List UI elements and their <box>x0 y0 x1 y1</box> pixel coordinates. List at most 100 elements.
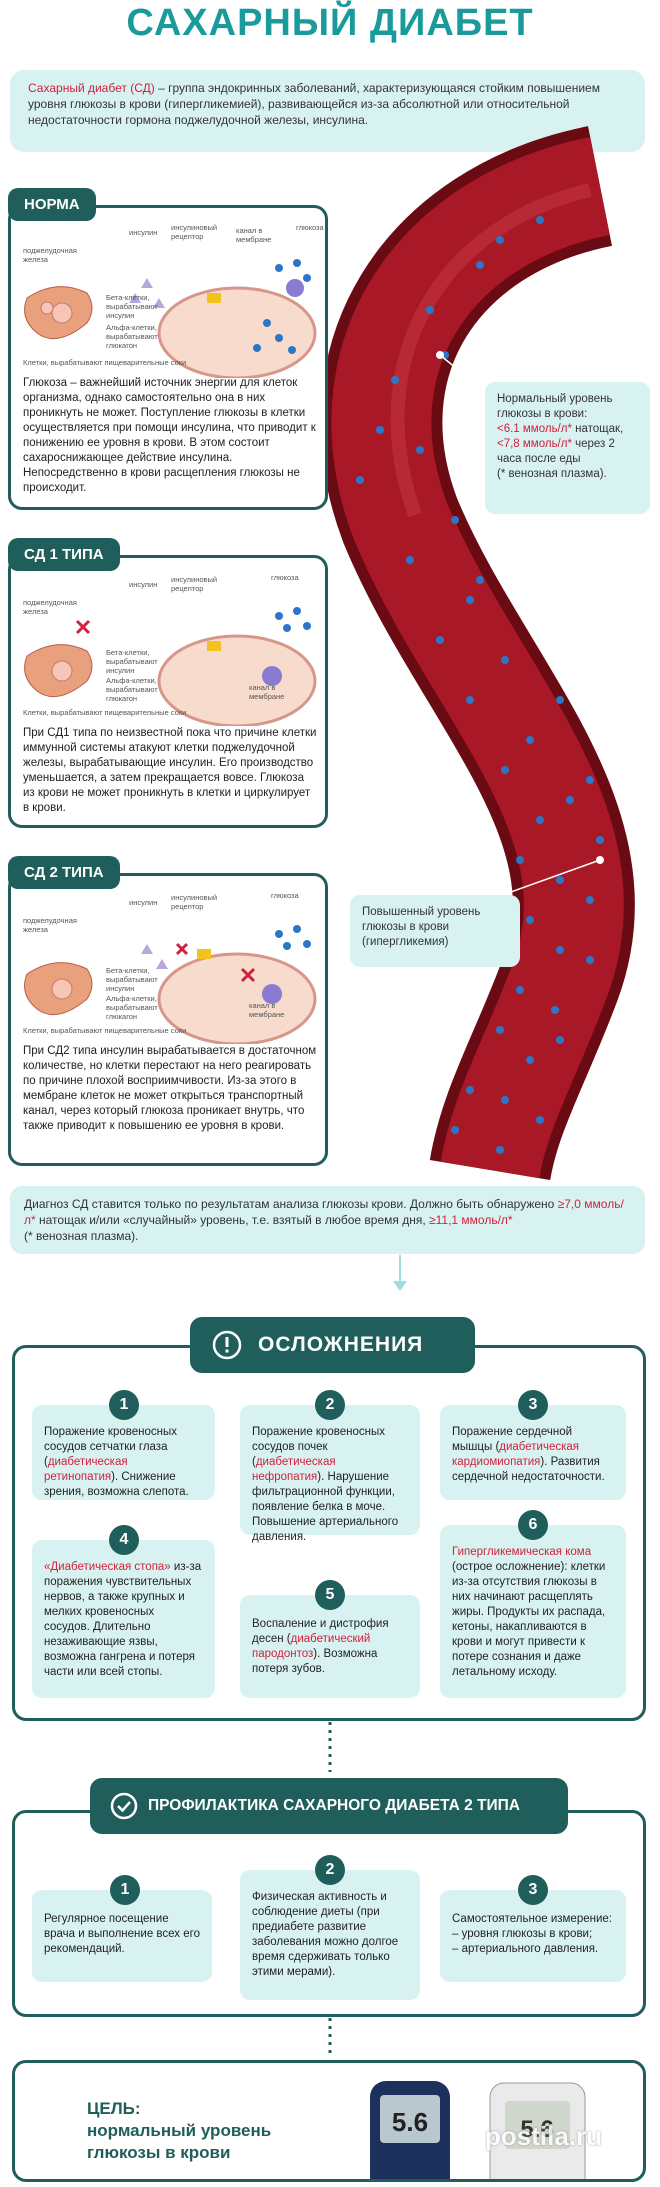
goal-section: ЦЕЛЬ: нормальный уровень глюкозы в крови… <box>12 2060 646 2182</box>
complication-item-5: Воспаление и дистрофия десен (диабетичес… <box>240 1595 420 1698</box>
sd1-beta-label: Бета-клетки, вырабатывают инсулин <box>106 648 158 675</box>
normal-level-note: Нормальный уровень глюкозы в крови: <6.1… <box>485 382 650 514</box>
sd2-alpha-label: Альфа-клетки, вырабатывают глюкагон <box>106 994 158 1021</box>
complication-number-6: 6 <box>518 1510 548 1540</box>
normal-level-after-meal: <7,8 ммоль/л* <box>497 438 572 450</box>
high-level-note: Повышенный уровень глюкозы в крови (гипе… <box>350 895 520 967</box>
sd2-pancreas-label: поджелудочная железа <box>23 916 77 934</box>
diagnosis-random-value: ≥11,1 ммоль/л* <box>429 1213 513 1227</box>
prevention-item-2: Физическая активность и соблюдение диеты… <box>240 1870 420 2000</box>
complication-item-2: Поражение кровеносных сосудов почек (диа… <box>240 1405 420 1543</box>
prevention-number-1: 1 <box>110 1875 140 1905</box>
sd1-insulin-label: инсулин <box>129 580 158 589</box>
norma-alpha-label: Альфа-клетки, вырабатывают глюкагон <box>106 323 158 350</box>
meter-2-reading: 5.6 <box>520 2116 553 2143</box>
complication-item-6: Гипергликемическая кома (острое осложнен… <box>440 1525 626 1698</box>
norma-tag: НОРМА <box>8 188 96 221</box>
sd1-glucose-label: глюкоза <box>271 573 299 582</box>
intro-text: – группа эндокринных заболеваний, характ… <box>28 81 600 127</box>
sd2-illustration <box>24 925 317 1044</box>
norma-illustration <box>24 259 317 378</box>
sd2-channel-label: канал в мембране <box>249 1001 285 1019</box>
goal-line-2: глюкозы в крови <box>87 2143 231 2162</box>
complications-header: ОСЛОЖНЕНИЯ <box>190 1317 475 1373</box>
diagnosis-text-1: Диагноз СД ставится только по результата… <box>24 1197 558 1211</box>
goal-label: ЦЕЛЬ: <box>87 2099 141 2118</box>
sd2-glucose-label: глюкоза <box>271 891 299 900</box>
norma-channel-label: канал в мембране <box>236 226 272 244</box>
complication-5-text-b: ). Возможна потеря зубов. <box>252 1648 378 1675</box>
sd2-beta-label: Бета-клетки, вырабатывают инсулин <box>106 966 158 993</box>
prevention-title: ПРОФИЛАКТИКА САХАРНОГО ДИАБЕТА 2 ТИПА <box>148 1797 520 1814</box>
norma-card: НОРМА поджелудочная железа инсулин инсул… <box>8 188 328 510</box>
sd2-receptor-label: инсулиновый рецептор <box>171 893 218 911</box>
norma-beta-label: Бета-клетки, вырабатывают инсулин <box>106 293 158 320</box>
sd1-illustration <box>24 607 317 726</box>
complication-item-4: «Диабетическая стопа» из-за поражения чу… <box>32 1540 215 1698</box>
complication-3-text-b: ). Развития сердечной недостаточности. <box>452 1456 605 1483</box>
prevention-3-title: Самостоятельное измерение: <box>452 1913 612 1925</box>
norma-insulin-label: инсулин <box>129 228 158 237</box>
check-circle-icon <box>110 1792 138 1820</box>
sd2-insulin-label: инсулин <box>129 898 158 907</box>
sd1-card: СД 1 ТИПА поджелудочная железа инсулин и… <box>8 538 328 828</box>
sd2-tag: СД 2 ТИПА <box>8 856 120 889</box>
complication-2-text-a: Поражение кровеносных сосудов почек ( <box>252 1426 385 1468</box>
prevention-header: ПРОФИЛАКТИКА САХАРНОГО ДИАБЕТА 2 ТИПА <box>90 1778 568 1834</box>
complication-number-3: 3 <box>518 1390 548 1420</box>
complication-3-text-a: Поражение сердечной мышцы ( <box>452 1426 573 1453</box>
diagnosis-text-2: натощак и/или «случайный» уровень, т.е. … <box>35 1213 430 1227</box>
diagnosis-footnote: (* венозная плазма). <box>24 1229 139 1243</box>
complication-1-text-a: Поражение кровеносных сосудов сетчатки г… <box>44 1426 177 1468</box>
norma-text: Глюкоза – важнейший источник энергии для… <box>23 377 316 494</box>
complication-3-term: диабетическая кардиомиопатия <box>452 1441 580 1468</box>
normal-level-after-meal-label: через 2 часа после еды <box>497 438 615 465</box>
sd2-card: СД 2 ТИПА поджелудочная железа инсулин и… <box>8 856 328 1166</box>
complication-number-1: 1 <box>109 1390 139 1420</box>
meter-1-reading: 5.6 <box>392 2107 428 2137</box>
sd1-receptor-label: инсулиновый рецептор <box>171 575 218 593</box>
prevention-item-1: Регулярное посещение врача и выполнение … <box>32 1890 212 1982</box>
complication-4-text-b: из-за поражения чувствительных нервов, а… <box>44 1561 202 1678</box>
complication-number-4: 4 <box>109 1525 139 1555</box>
complication-6-term: Гипергликемическая кома <box>452 1546 592 1558</box>
dotted-connector-2 <box>328 2018 332 2058</box>
complication-5-text-a: Воспаление и дистрофия десен ( <box>252 1618 389 1645</box>
norma-glucose-label: глюкоза <box>296 223 324 232</box>
diagnosis-fasting-value: ≥7,0 ммоль/л* <box>24 1197 624 1227</box>
normal-level-fasting: <6.1 ммоль/л* <box>497 423 572 435</box>
prevention-item-3: Самостоятельное измерение: – уровня глюк… <box>440 1890 626 1982</box>
intro-term: Сахарный диабет (СД) <box>28 81 155 95</box>
sd1-pancreas-label: поджелудочная железа <box>23 598 77 616</box>
goal-text: ЦЕЛЬ: нормальный уровень глюкозы в крови <box>87 2098 271 2164</box>
down-arrow-icon <box>393 1255 407 1291</box>
sd1-tag: СД 1 ТИПА <box>8 538 120 571</box>
complication-number-2: 2 <box>315 1390 345 1420</box>
goal-line-1: нормальный уровень <box>87 2121 272 2140</box>
sd2-text: При СД2 типа инсулин вырабатывается в до… <box>23 1045 317 1132</box>
diagnosis-box: Диагноз СД ставится только по результата… <box>10 1186 645 1254</box>
prevention-3-line-2: – артериального давления. <box>452 1943 599 1955</box>
complication-number-5: 5 <box>315 1580 345 1610</box>
complication-4-term: «Диабетическая стопа» <box>44 1561 171 1573</box>
normal-level-footnote: (* венозная плазма). <box>497 468 607 480</box>
sd1-text: При СД1 типа по неизвестной пока что при… <box>23 727 317 814</box>
sd1-alpha-label: Альфа-клетки, вырабатывают глюкагон <box>106 676 158 703</box>
sd1-channel-label: канал в мембране <box>249 683 285 701</box>
complication-5-term: диабетический пародонтоз <box>252 1633 371 1660</box>
prevention-number-3: 3 <box>518 1875 548 1905</box>
watermark: postila.ru <box>485 2121 603 2151</box>
complication-2-text-b: ). Нарушение фильтрационной функции, поя… <box>252 1471 399 1543</box>
intro-box: Сахарный диабет (СД) – группа эндокринны… <box>10 70 645 152</box>
dotted-connector <box>328 1722 332 1772</box>
page-title: САХАРНЫЙ ДИАБЕТ <box>126 2 534 44</box>
complication-1-term: диабетическая ретинопатия <box>44 1456 128 1483</box>
norma-exo-label: Клетки, вырабатывают пищеварительные сок… <box>23 358 187 367</box>
complications-title: ОСЛОЖНЕНИЯ <box>258 1333 424 1356</box>
glucometer-illustration: 5.6 5.6 <box>370 2081 586 2179</box>
complication-2-term: диабетическая нефропатия <box>252 1456 336 1483</box>
complication-6-text-b: (острое осложнение): клетки из-за отсутс… <box>452 1561 606 1678</box>
normal-level-fasting-label: натощак, <box>571 423 624 435</box>
complication-1-text-b: ). Снижение зрения, возможна слепота. <box>44 1471 189 1498</box>
sd1-exo-label: Клетки, вырабатывают пищеварительные сок… <box>23 708 187 717</box>
